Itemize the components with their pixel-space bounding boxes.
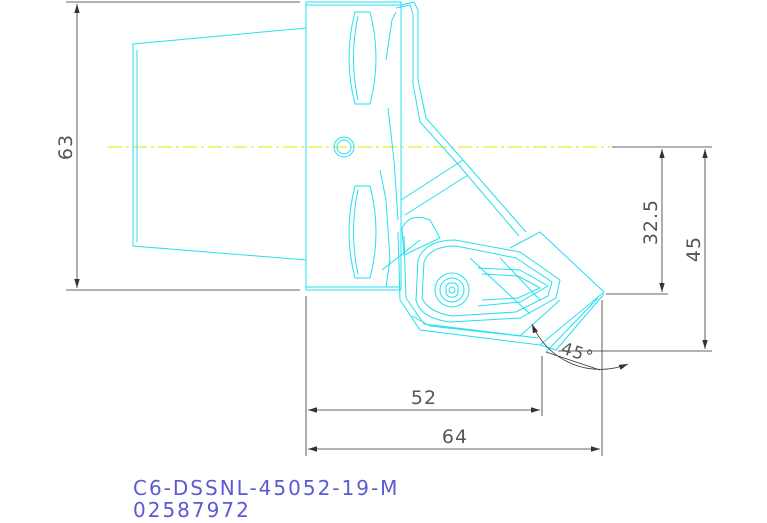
dim-arc-angle — [531, 323, 629, 370]
extension-lines — [66, 1, 712, 456]
dim-approach-angle: 45° — [558, 339, 596, 368]
center-hole — [333, 136, 355, 158]
dim-total-length: 64 — [442, 426, 468, 448]
dim-offset-height: 32.5 — [640, 199, 662, 245]
slot-top — [348, 11, 377, 105]
part-designation: C6-DSSNL-45052-19-M — [133, 476, 400, 500]
article-number: 02587972 — [133, 498, 251, 522]
dim-insert-height: 45 — [683, 236, 705, 262]
clamp-screw — [434, 272, 470, 308]
dim-total-height: 63 — [55, 134, 77, 160]
dim-head-length: 52 — [411, 387, 437, 409]
tool-holder-outline — [132, 1, 605, 353]
slot-bottom — [348, 185, 377, 279]
head-body — [305, 1, 402, 291]
shank — [132, 27, 307, 261]
insert — [415, 239, 561, 323]
insert-pocket — [401, 216, 441, 256]
dimension-lines — [74, 4, 708, 452]
